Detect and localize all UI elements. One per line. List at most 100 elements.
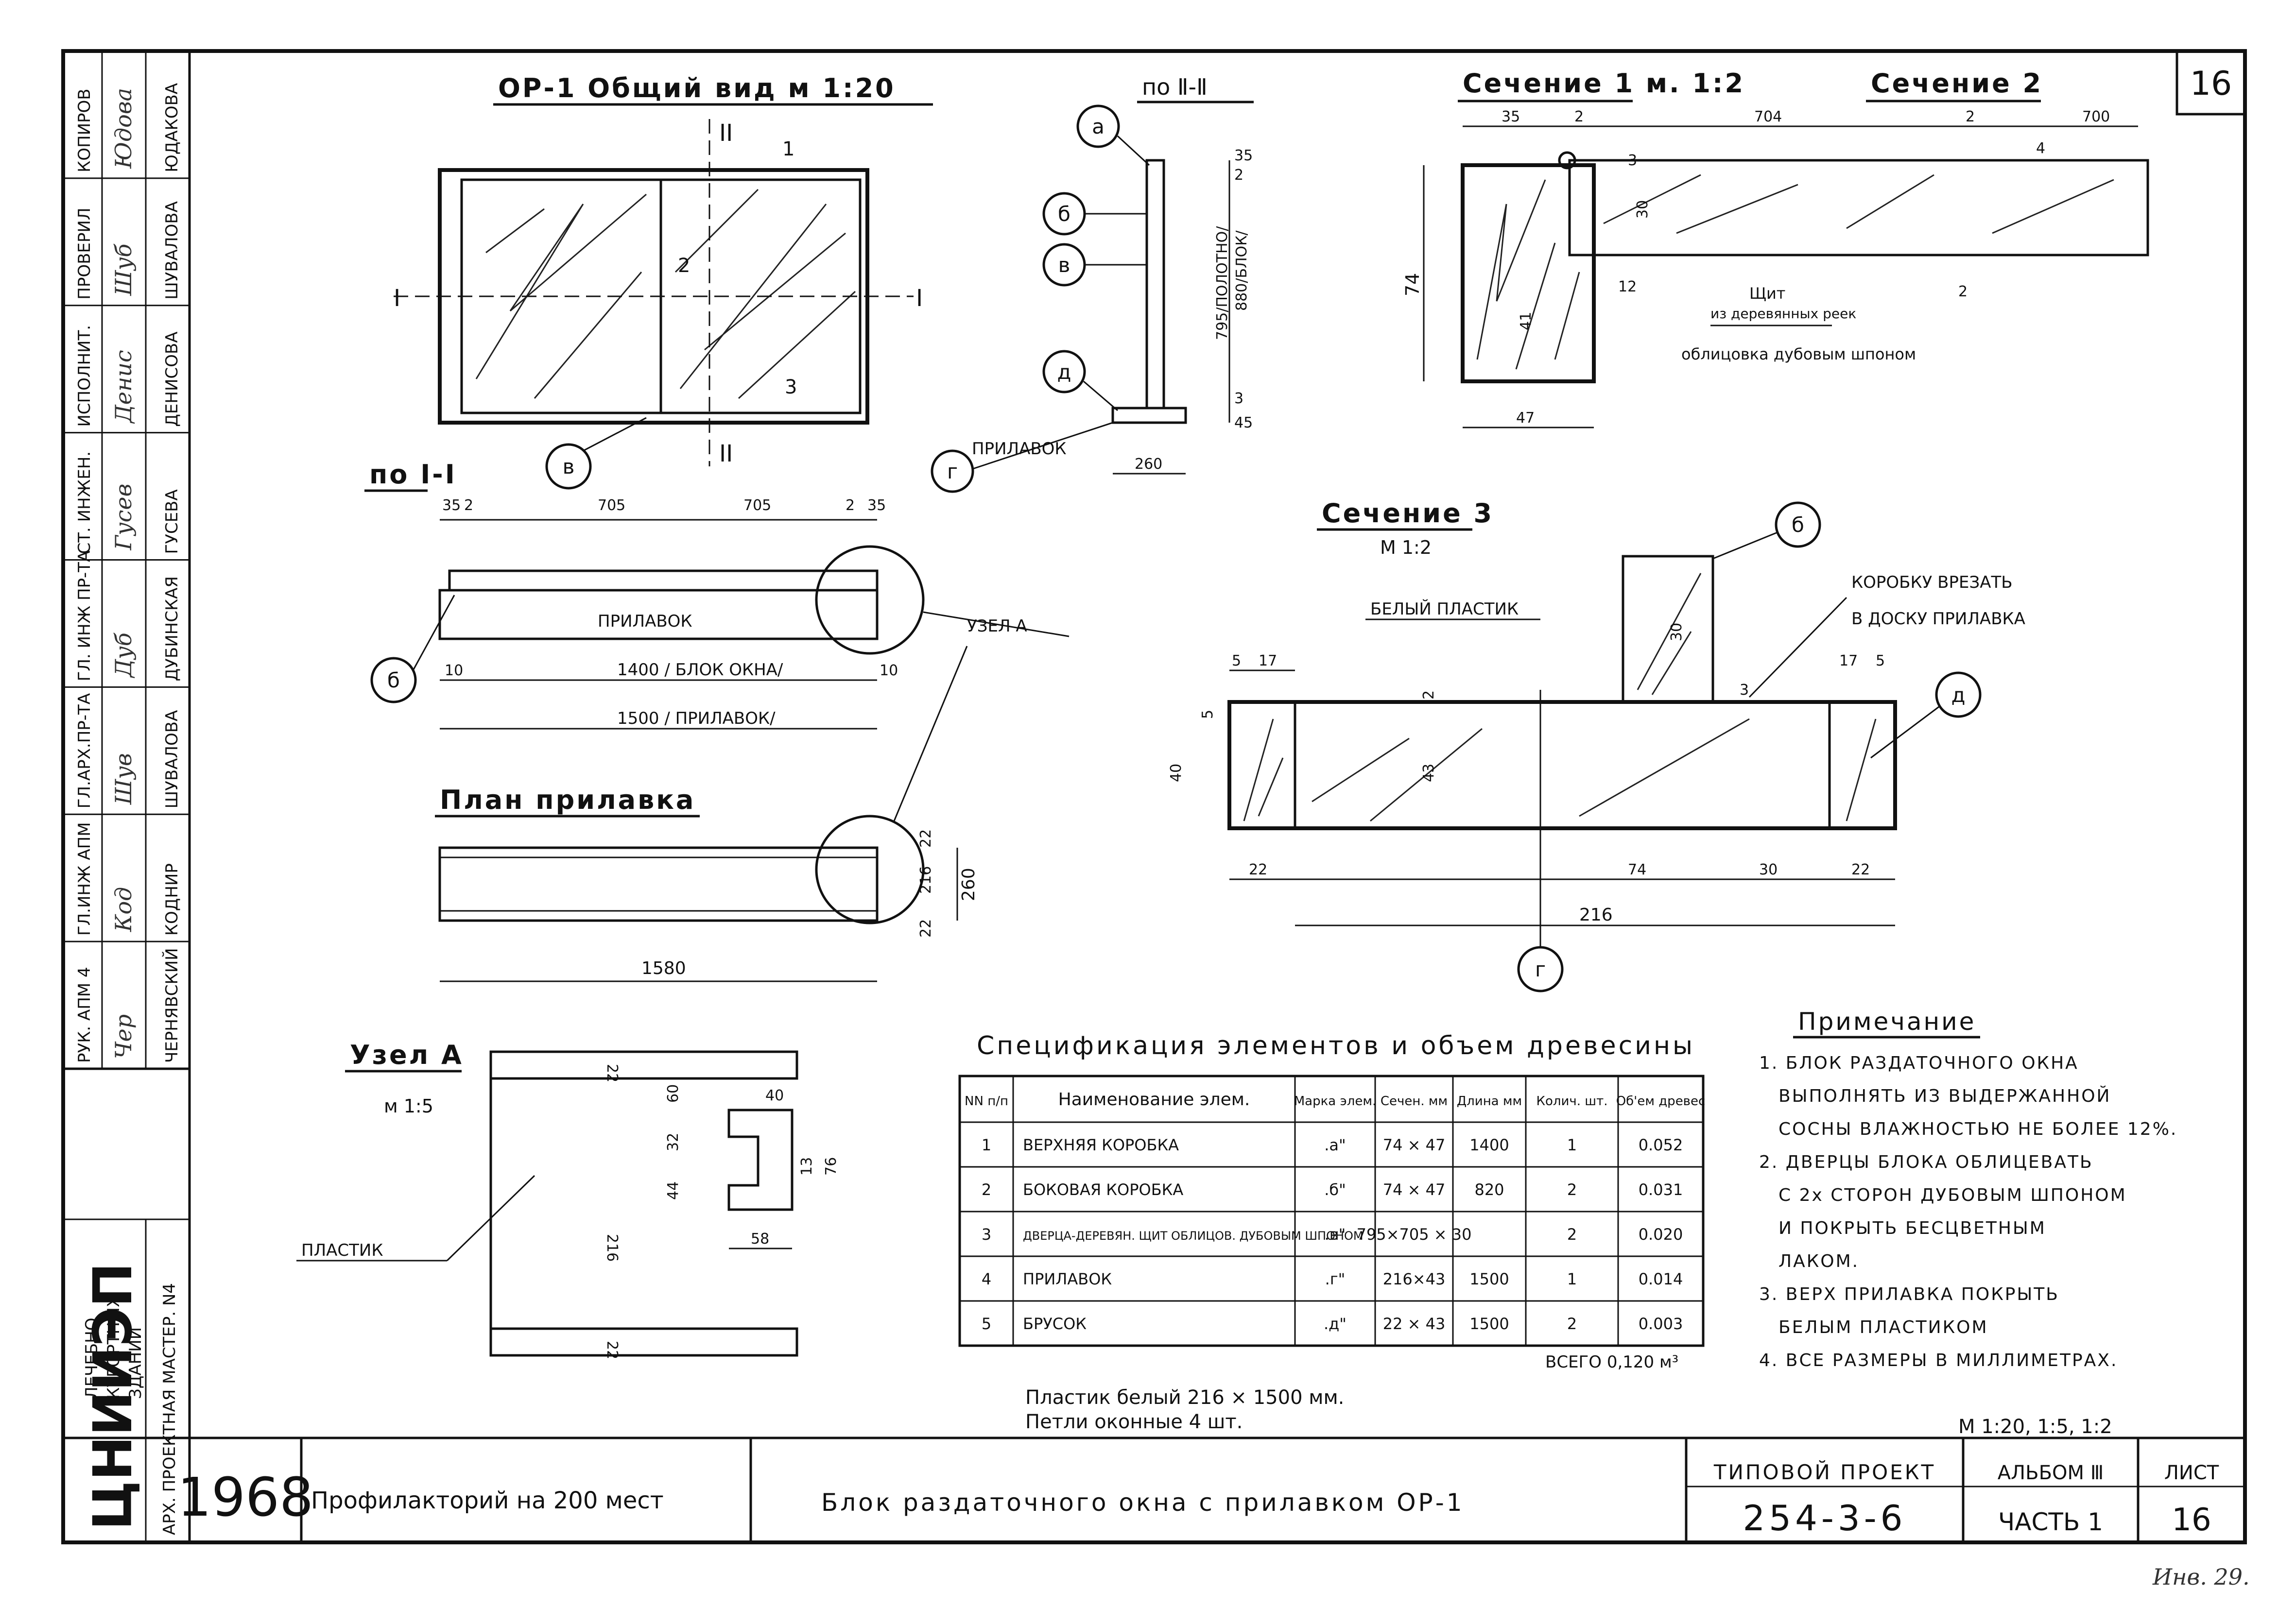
- callout-b-1-leader: [412, 595, 455, 671]
- callout-g-2-leader: [972, 422, 1113, 470]
- s3-d12: 30: [1668, 623, 1685, 641]
- node-a-title: Узел А: [350, 1040, 464, 1070]
- callout-a-label: а: [1092, 115, 1105, 138]
- stamp-name: КОДНИР: [162, 863, 182, 936]
- spec-cell: 795×705 × 30: [1357, 1225, 1472, 1244]
- spec-cell: 216×43: [1383, 1270, 1446, 1288]
- scales: М 1:20, 1:5, 1:2: [1958, 1416, 2112, 1438]
- section-mark-3: 3: [785, 376, 797, 398]
- stamp-role: ГЛ.ИНЖ АПМ: [75, 822, 94, 936]
- section-3-label-1: БЕЛЫЙ ПЛАСТИК: [1370, 599, 1519, 619]
- section-1-note-2: из деревянных реек: [1710, 306, 1856, 322]
- spec-cell: 0.052: [1639, 1136, 1683, 1154]
- plan-title: План прилавка: [440, 785, 695, 815]
- node-a-top-strip: [489, 1050, 798, 1080]
- spec-header-cell: Длина мм: [1457, 1094, 1522, 1109]
- stamp-signature: Шув: [110, 753, 137, 805]
- callout-b-3: [1775, 501, 1821, 548]
- s3-d7: 22: [1249, 861, 1267, 878]
- spec-cell: 74 × 47: [1383, 1180, 1446, 1199]
- node-a-d5: 40: [765, 1087, 784, 1104]
- section-2-2-title: по Ⅱ-Ⅱ: [1142, 74, 1208, 100]
- callout-d-2-leader: [1083, 380, 1118, 411]
- node-a-bar: [727, 1109, 794, 1211]
- sheet-value: 16: [2172, 1502, 2211, 1538]
- node-a-circle-1: [815, 545, 925, 655]
- s3-d14: 17: [1839, 652, 1858, 669]
- spec-cell: 1: [1567, 1136, 1577, 1154]
- node-a-d9: 13: [798, 1157, 815, 1176]
- s11-d6: 35: [867, 497, 886, 514]
- spec-cell: 0.014: [1639, 1270, 1683, 1288]
- spec-header-cell: Марка элем.: [1294, 1094, 1377, 1109]
- section-1-dim-3: 704: [1754, 108, 1782, 125]
- node-a-d6: 32: [665, 1133, 682, 1151]
- plan-dim-1: 1580: [641, 958, 686, 978]
- node-a-label: ПЛАСТИК: [301, 1241, 383, 1260]
- stamp-role: КОПИРОВ: [75, 88, 94, 172]
- spec-cell: БРУСОК: [1023, 1315, 1087, 1333]
- spec-cell: 4: [982, 1270, 991, 1288]
- section-mark-2: 2: [678, 255, 690, 277]
- section-2-2-dim-2: 880/БЛОК/: [1233, 230, 1250, 311]
- s3-d6: 2: [1420, 690, 1437, 700]
- drawing-title: Блок раздаточного окна с прилавком ОР-1: [821, 1488, 1465, 1517]
- callout-g-3-label: г: [1535, 957, 1546, 981]
- org-name-1: ЛЕЧЕБНО: [82, 1318, 102, 1400]
- stamp-signature: Гусев: [110, 484, 137, 551]
- spec-header-cell: Об'ем древес: [1616, 1094, 1706, 1109]
- callout-d-3: [1935, 671, 1982, 718]
- s11-d1: 35: [442, 497, 461, 514]
- section-1-1-counter: [438, 589, 879, 640]
- materials-line-2: Петли оконные 4 шт.: [1025, 1411, 1243, 1433]
- general-view-title: ОР-1 Общий вид м 1:20: [498, 73, 896, 103]
- section-2-2-dim-3: 35: [1234, 147, 1253, 164]
- node-a-d1: 22: [604, 1064, 621, 1082]
- callout-v-2-label: в: [1058, 253, 1070, 277]
- section-2-2-dim-5: 45: [1234, 414, 1253, 431]
- s3-d2: 17: [1259, 652, 1277, 669]
- section-1-1-title: по I-I: [369, 459, 457, 490]
- node-a-d2: 216: [604, 1234, 621, 1262]
- section-1-dim-4: 74: [1402, 273, 1423, 296]
- spec-cell: 5: [982, 1315, 991, 1333]
- spec-header-cell: Колич. шт.: [1536, 1094, 1608, 1109]
- spec-cell: ДВЕРЦА-ДЕРЕВЯН. ЩИТ ОБЛИЦОВ. ДУБОВЫМ ШПО…: [1023, 1229, 1364, 1243]
- cut-mark-bottom: II: [719, 440, 733, 467]
- section-2-dim-4: 2: [1958, 283, 1968, 300]
- spec-cell: ПРИЛАВОК: [1023, 1270, 1112, 1288]
- callout-v-general-label: в: [563, 455, 575, 479]
- spec-cell: .а": [1324, 1136, 1346, 1154]
- s3-d11: 216: [1579, 905, 1613, 925]
- note-line: 1. БЛОК РАЗДАТОЧНОГО ОКНА: [1759, 1053, 2079, 1073]
- spec-cell: 0.031: [1639, 1180, 1683, 1199]
- section-1-frame-profile: [1461, 163, 1596, 383]
- section-2-title: Сечение 2: [1871, 68, 2043, 99]
- section-2-2-counter: [1111, 407, 1187, 424]
- stamp-signature: Код: [110, 887, 137, 932]
- spec-cell: ВЕРХНЯЯ КОРОБКА: [1023, 1136, 1179, 1154]
- section-3-label-3: В ДОСКУ ПРИЛАВКА: [1851, 609, 2025, 629]
- section-1-dim-9: 3: [1628, 152, 1637, 169]
- section-1-dim-2: 2: [1574, 108, 1584, 125]
- note-line: СОСНЫ ВЛАЖНОСТЬЮ НЕ БОЛЕЕ 12%.: [1778, 1119, 2177, 1139]
- plan-dim-4: 22: [917, 829, 934, 848]
- typical-project-label: ТИПОВОЙ ПРОЕКТ: [1713, 1460, 1935, 1484]
- s11-d7: 10: [445, 662, 463, 679]
- s11-d5: 2: [846, 497, 855, 514]
- callout-v-general-leader: [583, 417, 647, 452]
- stamp-signature: Чер: [110, 1014, 137, 1059]
- callout-b-3-leader: [1712, 531, 1779, 560]
- spec-cell: 820: [1474, 1180, 1504, 1199]
- callout-g-3: [1517, 946, 1564, 992]
- s11-d8: 1400 / БЛОК ОКНА/: [617, 660, 783, 680]
- spec-cell: .б": [1324, 1180, 1346, 1199]
- stamp-role: СТ. ИНЖЕН.: [75, 451, 94, 554]
- general-view-woodgrain: [475, 188, 856, 399]
- note-line: С 2х СТОРОН ДУБОВЫМ ШПОНОМ: [1778, 1185, 2127, 1205]
- section-1-1-box: [448, 569, 879, 592]
- spec-header-cell: NN п/п: [965, 1094, 1008, 1109]
- cut-mark-top: II: [719, 120, 733, 147]
- spec-cell: .г": [1325, 1270, 1346, 1288]
